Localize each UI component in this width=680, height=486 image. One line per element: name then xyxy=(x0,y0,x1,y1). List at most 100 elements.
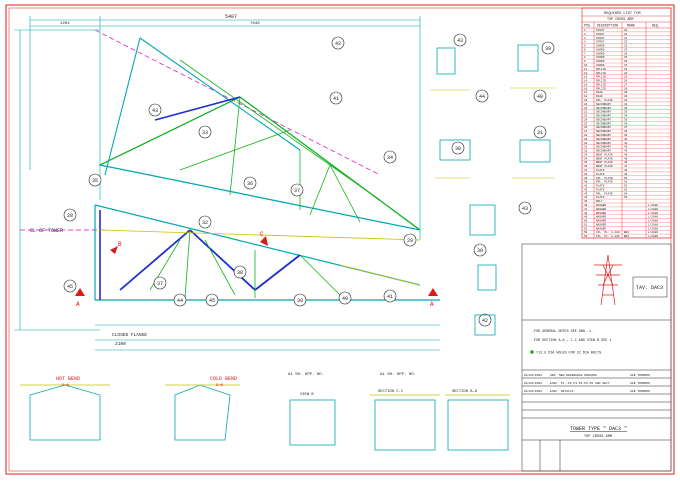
bom-cell: 8 xyxy=(584,56,586,59)
bom-cell: CHORD xyxy=(596,64,605,67)
part-callout-circle xyxy=(533,125,547,139)
bom-cell: 40 xyxy=(584,181,588,184)
part-callout-label: 43 xyxy=(457,38,463,44)
bom-cell: 21 xyxy=(624,37,628,40)
part-callout-circle xyxy=(473,243,487,257)
bom-cell: L/2080 xyxy=(648,222,658,226)
part-callout-circle xyxy=(518,201,532,215)
bom-cell: FRL. PLATE xyxy=(596,181,613,184)
bottom-details xyxy=(20,384,510,451)
part-callout-label: 39 xyxy=(297,298,303,304)
part-callout-label: 32 xyxy=(202,220,208,226)
bom-cell: PLATE xyxy=(596,185,605,188)
bom-cell: 38 xyxy=(624,130,628,133)
bom-cell: WASHER xyxy=(596,220,606,223)
bom-cell: 32 xyxy=(584,150,588,153)
bom-cell: STRUT xyxy=(596,37,605,40)
bom-cell: SECONDARY xyxy=(596,118,611,121)
bom-cell: 51 xyxy=(624,181,628,184)
bom-cell: 24 xyxy=(584,118,588,121)
bom-cell: 47 xyxy=(624,165,628,168)
dim-mid-text: 7846 xyxy=(250,22,260,26)
bom-cell: SPLICE xyxy=(596,72,606,75)
view-label-1: VIEW B xyxy=(300,393,314,397)
bom-cell: L/2080 xyxy=(648,211,658,215)
bom-cell: 23 xyxy=(584,115,588,118)
part-callout-label: 42 xyxy=(482,318,488,324)
part-callout-label: 38 xyxy=(455,146,461,152)
part-callout-circle xyxy=(205,293,219,307)
bom-cell: BENT PLATE xyxy=(596,161,613,164)
bom-cell: WASHER xyxy=(596,223,606,226)
bom-cell: 22 xyxy=(584,111,588,114)
detail-column xyxy=(436,44,551,336)
dim-bottom: 2100 xyxy=(115,341,126,347)
bom-cell: 41 xyxy=(624,142,628,145)
bom-cell: 35 xyxy=(584,161,588,164)
part-callout-circle xyxy=(383,289,397,303)
bom-cell: 6 xyxy=(584,48,586,51)
bom-cell: 52 xyxy=(584,227,588,230)
left-dimension xyxy=(14,29,100,331)
title-block xyxy=(521,243,672,472)
bom-cell: 46 xyxy=(624,161,628,164)
bom-cell: 40 xyxy=(624,138,628,141)
bom-cell: 30 xyxy=(584,142,588,145)
bom-cell: 23 xyxy=(624,48,628,51)
bom-cell: 24 xyxy=(624,52,628,55)
bom-cell: BN2 xyxy=(624,231,629,234)
bom-cell: 51 xyxy=(584,223,588,226)
bom-title: REQUIRED LIST FOR xyxy=(604,12,642,16)
bom-cell: 12 xyxy=(584,72,588,75)
bom-cell: 18 xyxy=(584,95,588,98)
part-callout-label: 41 xyxy=(387,294,393,300)
bom-cell: 50 xyxy=(624,177,628,180)
part-callout-label: 41 xyxy=(333,96,339,102)
bom-cell: SECONDARY xyxy=(596,107,611,110)
sheet-border xyxy=(5,4,675,475)
part-callout-label: 45 xyxy=(209,298,215,304)
bom-cell: 25 xyxy=(624,56,628,59)
bom-cell: BENT PLATE xyxy=(596,165,613,168)
bom-cell: SPLICE xyxy=(596,68,606,71)
bom-cell: L/2080 xyxy=(648,207,658,211)
part-callout-label: 38 xyxy=(237,270,243,276)
part-callout-label: 40 xyxy=(342,296,348,302)
bom-cell: 5 xyxy=(584,45,586,48)
part-callout-circle xyxy=(290,183,304,197)
section-1: SECTION C-C xyxy=(378,390,404,394)
bom-cell: 29 xyxy=(584,138,588,141)
part-callout-circle xyxy=(329,91,343,105)
part-callout-circle xyxy=(475,89,489,103)
part-callout-circle xyxy=(338,291,352,305)
bom-cell: WASHER xyxy=(596,208,606,211)
bom-cell: 33 xyxy=(584,153,588,156)
bom-cell: 28 xyxy=(584,134,588,137)
part-callout-label: 43 xyxy=(152,108,158,114)
bom-cell: 38 xyxy=(584,173,588,176)
part-callout-circle xyxy=(331,36,345,50)
bom-cell: 42 xyxy=(624,146,628,149)
part-callout-label: 33 xyxy=(202,130,208,136)
bom-cell: 44 xyxy=(624,153,628,156)
drawing-code: TAV. DAC3 xyxy=(636,285,663,291)
bom-col-mark: MARK xyxy=(627,24,635,28)
part-callout-label: 28 xyxy=(67,213,73,219)
bom-cell: 47 xyxy=(584,208,588,211)
bom-cell: 48 xyxy=(624,169,628,172)
bom-cell: 27 xyxy=(584,130,588,133)
part-callout-label: 37 xyxy=(294,188,300,194)
bom-cell: 42 xyxy=(584,188,588,191)
part-callout-circle xyxy=(88,173,102,187)
sheet-inner-border xyxy=(8,7,672,472)
bom-cell: BENT PLATE xyxy=(596,157,613,160)
cold-bend-r: R=6 xyxy=(216,384,224,388)
bom-cell: 55 xyxy=(624,196,628,199)
bom-cell: 36 xyxy=(624,122,628,125)
bom-cell: 2 xyxy=(584,33,586,36)
bom-cell: L/2080 xyxy=(648,226,658,230)
bom-cell: 33 xyxy=(624,111,628,114)
